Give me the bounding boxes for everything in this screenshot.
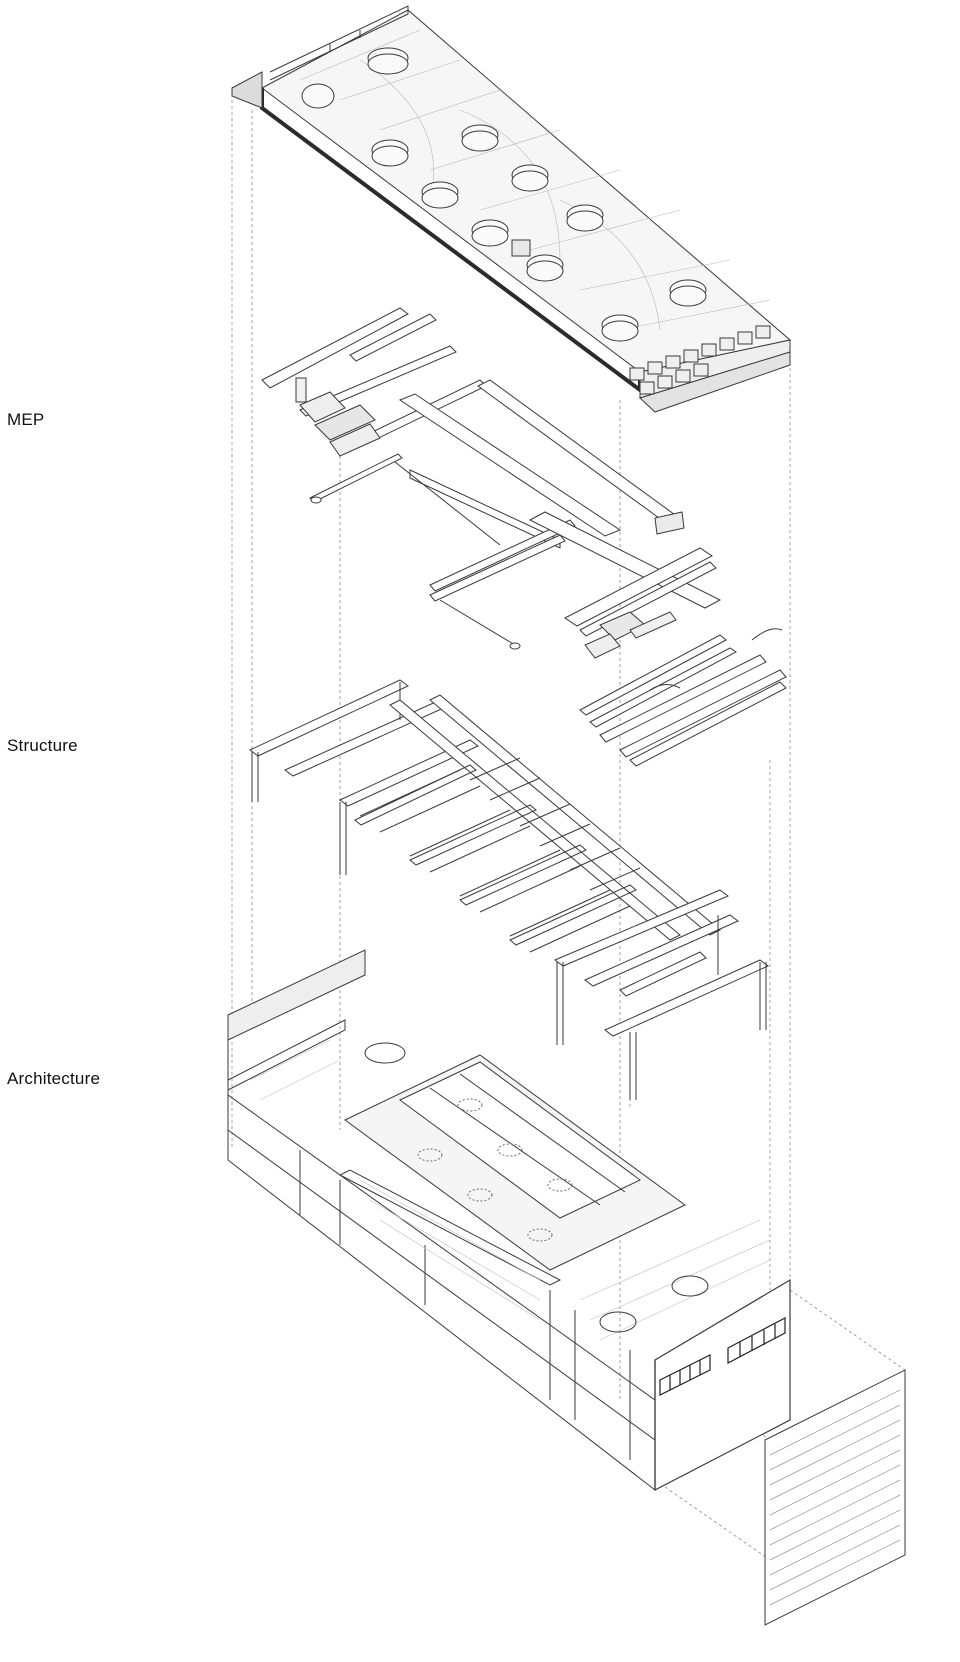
layer-label-structure: Structure (7, 736, 78, 755)
layer-label-mep: MEP (7, 410, 45, 429)
mep-layer (262, 308, 786, 766)
end-wall-windows (660, 1318, 785, 1395)
alignment-guides (232, 100, 905, 1560)
facade-hatch (770, 1390, 900, 1605)
architecture-layer (228, 950, 905, 1625)
roof-blocks (630, 326, 770, 394)
structure-layer (250, 680, 768, 1100)
structure-joists (360, 758, 640, 952)
roof-layer (232, 6, 790, 412)
roof-skylights (302, 48, 706, 341)
layer-label-architecture: Architecture (7, 1069, 101, 1088)
floor-slabs (228, 1020, 630, 1460)
